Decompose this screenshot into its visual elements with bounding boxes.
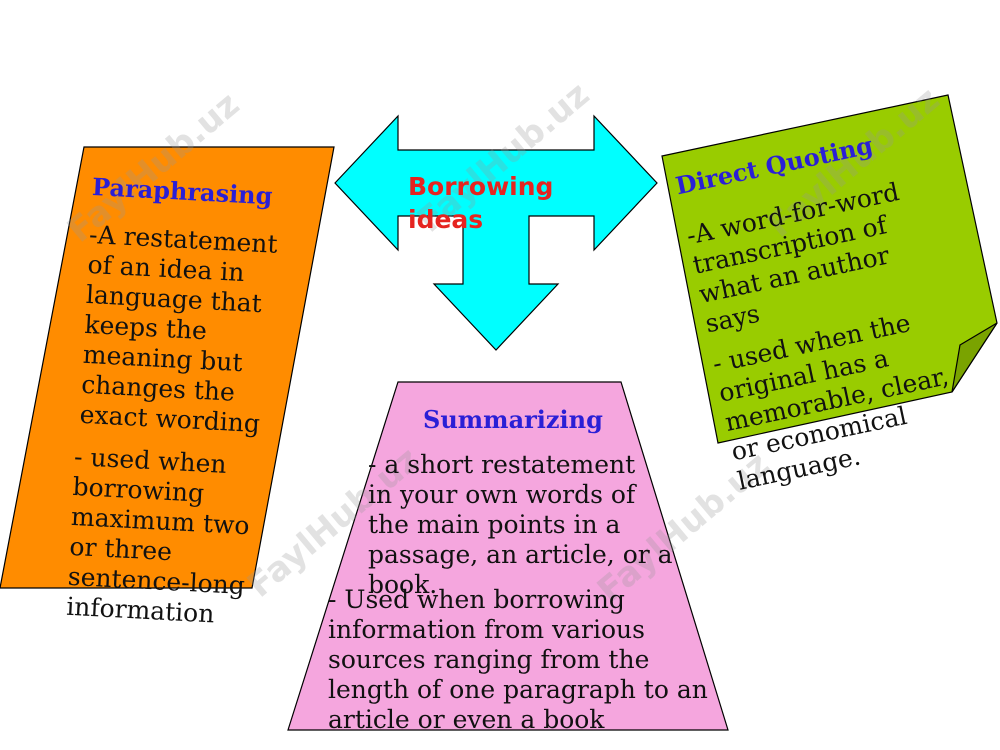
summarizing-usage: - Used when borrowing information from v… — [328, 585, 708, 734]
center-title: Borrowing ideas — [408, 172, 554, 234]
summarizing-box — [287, 381, 729, 731]
three-way-arrow-icon — [334, 114, 658, 351]
summarizing-definition: - a short restatement in your own words … — [368, 450, 673, 599]
paraphrasing-usage: - used when borrowing maximum two or thr… — [65, 442, 251, 629]
paraphrasing-definition: -A restatement of an idea in language th… — [79, 220, 279, 439]
paraphrasing-box — [0, 146, 335, 589]
summarizing-title: Summarizing — [423, 405, 603, 434]
quoting-fold-corner — [951, 322, 998, 393]
